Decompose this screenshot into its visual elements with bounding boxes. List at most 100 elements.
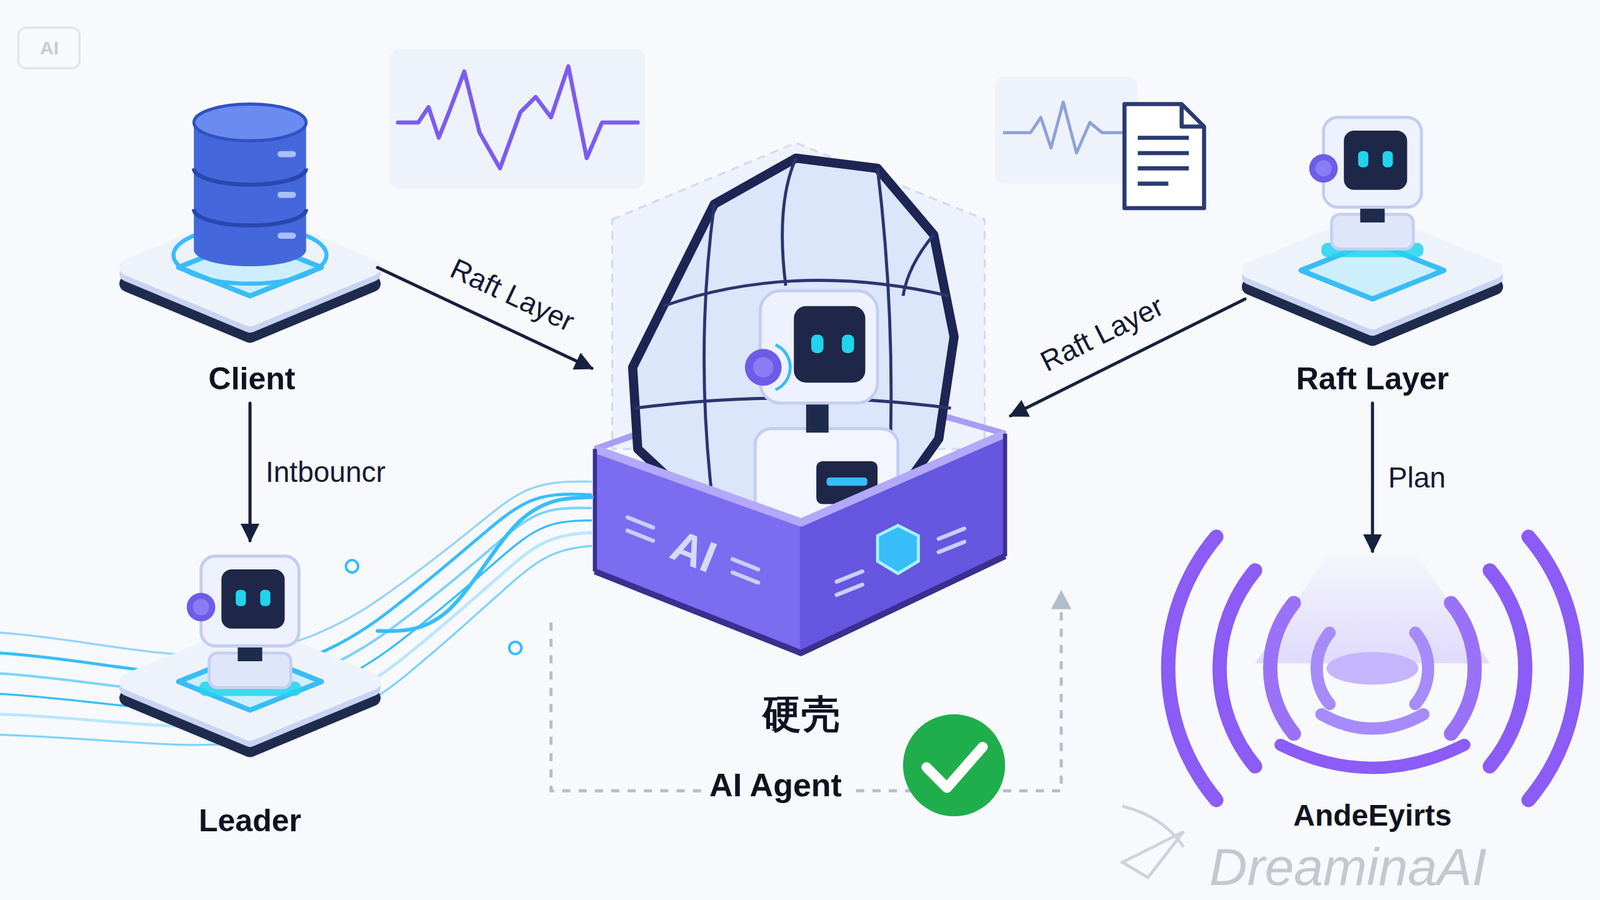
signal-icon <box>1451 603 1475 734</box>
document-panel <box>1137 151 1189 156</box>
edge-label: Intbouncr <box>265 456 386 489</box>
database-icon <box>277 151 296 158</box>
flow-arrow <box>1371 403 1375 552</box>
agent-shell <box>938 541 965 552</box>
agent-shell <box>801 433 1006 654</box>
database-icon <box>193 122 307 267</box>
signal-icon <box>1490 570 1526 767</box>
leader-robot <box>186 556 302 697</box>
node-title: AndeEyirts <box>1293 798 1452 833</box>
watermark-logo <box>1122 831 1184 878</box>
document-panel <box>1137 181 1169 187</box>
agent-shell <box>1003 433 1008 557</box>
agent-shell <box>782 158 797 286</box>
document-panel <box>1124 104 1204 209</box>
agent-shell <box>806 400 829 433</box>
watermark-box <box>18 27 80 69</box>
agent-shell <box>745 348 782 386</box>
agent-shell <box>877 525 919 574</box>
leader-node: Leader <box>122 540 378 842</box>
agent-shell <box>903 235 934 297</box>
feedback-loop <box>1051 590 1072 610</box>
agent-shell <box>704 204 715 516</box>
agent-shell <box>841 335 855 354</box>
data-strands <box>345 560 359 573</box>
data-stream <box>377 497 592 632</box>
waveform-panel <box>398 66 639 169</box>
node-title: AI Agent <box>701 766 850 805</box>
raft-robot <box>1250 117 1495 339</box>
box-badge-text: AI <box>665 522 722 580</box>
signal-icon <box>1270 603 1294 734</box>
agent-node: 硬壳 AI Agent <box>591 137 1011 817</box>
edge-label: Raft Layer <box>1035 290 1169 378</box>
agent-shell <box>627 530 654 541</box>
agent-shell <box>811 335 824 354</box>
signal-icon <box>1326 651 1419 685</box>
agent-shell <box>627 517 965 595</box>
waveform-panel <box>390 48 645 189</box>
agent-shell <box>595 143 1005 654</box>
database-icon <box>193 209 307 226</box>
check-badge <box>903 714 1005 817</box>
document-panel <box>1003 101 1123 154</box>
node-subtitle: 硬壳 <box>762 691 840 737</box>
document-panel <box>1181 104 1205 127</box>
agent-shell <box>753 356 774 378</box>
agent-shell <box>826 477 867 486</box>
signal-icon <box>1168 536 1577 800</box>
signal-icon <box>1280 745 1465 769</box>
database-icon <box>193 104 307 142</box>
signal-icon <box>1321 714 1424 729</box>
raft-node: Raft Layer <box>1245 96 1500 404</box>
flow-arrow <box>377 267 592 369</box>
agent-shell <box>595 556 1005 654</box>
edge-label: Plan <box>1388 461 1446 494</box>
data-strands <box>0 520 592 711</box>
agent-shell <box>793 306 865 383</box>
database-icon <box>277 232 296 239</box>
agent-shell <box>836 585 863 595</box>
waveform-panel <box>390 48 645 189</box>
leader-robot <box>127 556 373 750</box>
watermark-text: DreaminaAI <box>1209 840 1487 894</box>
agent-shell <box>938 528 965 539</box>
edge-label: Raft Layer <box>445 252 580 338</box>
database-icon <box>277 191 296 199</box>
node-title: Raft Layer <box>1296 361 1450 398</box>
client-node: Client <box>122 101 378 404</box>
flow-arrow <box>1010 298 1245 416</box>
watermark-logo <box>1122 806 1184 878</box>
illustration <box>0 27 1577 878</box>
signal-icon <box>1219 570 1255 767</box>
signal-icon <box>1168 536 1217 800</box>
agent-shell <box>732 572 759 583</box>
document-panel <box>1137 135 1189 140</box>
watermark-box <box>18 27 80 69</box>
node-title: Client <box>208 361 296 398</box>
document-panel <box>1137 166 1189 171</box>
document-panel <box>995 76 1139 184</box>
agent-shell <box>595 433 1005 523</box>
agent-shell <box>732 559 759 570</box>
document-panel <box>995 76 1205 209</box>
node-title: Leader <box>198 803 302 840</box>
raft-robot <box>1309 117 1424 258</box>
agent-shell <box>627 517 654 528</box>
signal-icon <box>1528 536 1577 800</box>
agent-shell <box>760 290 878 404</box>
database-icon <box>193 168 307 185</box>
data-strands <box>509 641 522 655</box>
signal-icon <box>1415 632 1429 704</box>
check-badge <box>926 746 983 788</box>
check-badge <box>903 714 1005 817</box>
agent-shell <box>593 448 598 572</box>
agent-shell <box>595 448 802 654</box>
watermark-logo <box>1122 806 1184 847</box>
